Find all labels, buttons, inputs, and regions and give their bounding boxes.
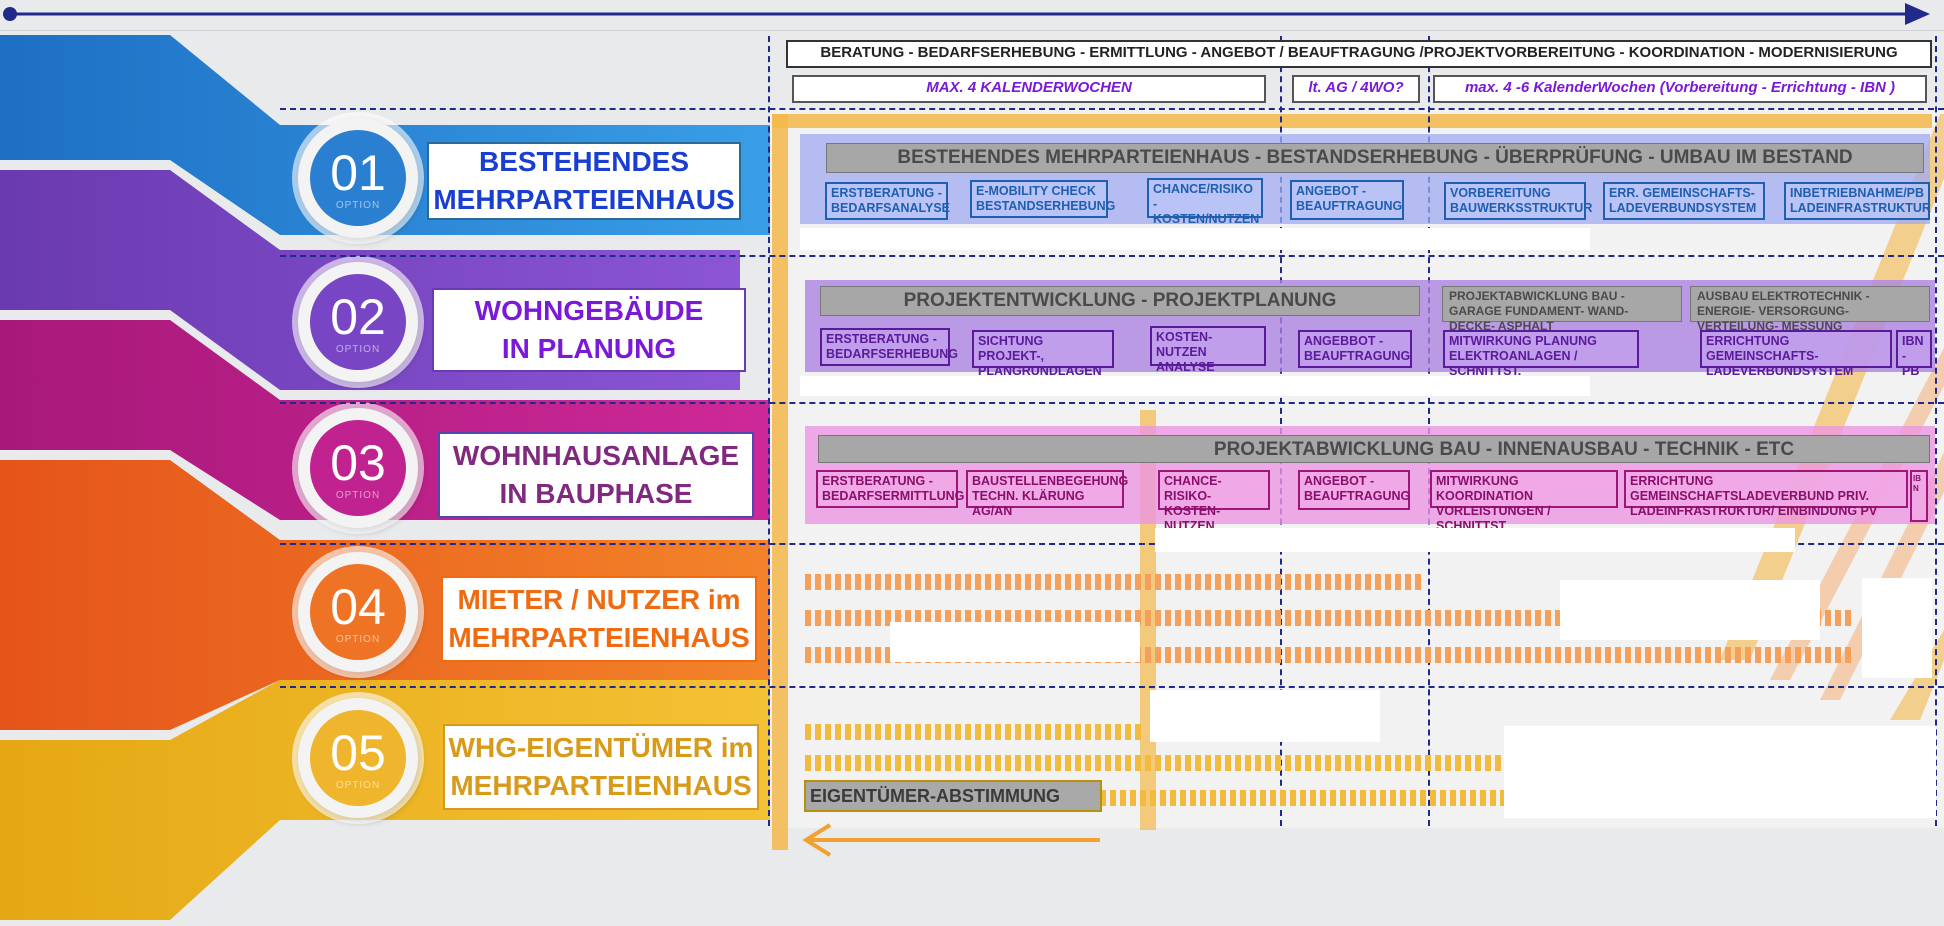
row2-task-1: ERSTBERATUNG - BEDARFSERHEBUNG: [820, 328, 958, 366]
row3-task-4: ANGEBOT - BEAUFTRAGUNG: [1298, 470, 1410, 510]
duration-phase-1: MAX. 4 KALENDERWOCHEN: [792, 75, 1266, 103]
row5-progress-stripe: [805, 724, 1145, 740]
row1-task-2: E-MOBILITY CHECK BESTANDSERHEBUNG: [970, 180, 1115, 218]
row5-progress-stripe: [1030, 790, 1510, 806]
row2-task-2: SICHTUNG PROJEKT-, PLANGRUNDLAGEN: [972, 330, 1114, 378]
row2-task-5: MITWIRKUNG PLANUNG ELEKTROANLAGEN / SCHN…: [1443, 330, 1639, 378]
row-divider: [280, 108, 1944, 110]
row3-task-3: CHANCE-RISIKO- KOSTEN-NUTZEN: [1158, 470, 1270, 533]
row2-task-6: ERRICHTUNG GEMEINSCHAFTS- LADEVERBUNDSYS…: [1700, 330, 1892, 378]
row1-title: BESTEHENDES MEHRPARTEIENHAUS - BESTANDSE…: [826, 143, 1924, 173]
row1-task-5: VORBEREITUNG BAUWERKSSTRUKTUR: [1444, 182, 1592, 220]
row1-task-4: ANGEBOT - BEAUFTRAGUNG: [1290, 180, 1404, 220]
row3-task-2: BAUSTELLENBEGEHUNG TECHN. KLÄRUNG AG/AN: [966, 470, 1128, 518]
duration-phase-3: max. 4 -6 KalenderWochen (Vorbereitung -…: [1433, 75, 1927, 103]
row2-task-7: IBN - PB: [1896, 330, 1932, 378]
row1-task-6: ERR. GEMEINSCHAFTS- LADEVERBUNDSYSTEM: [1603, 182, 1765, 220]
row-divider: [280, 543, 1944, 545]
row5-progress-stripe: [805, 755, 1505, 771]
phase-divider: [768, 36, 770, 826]
row3-task-6: ERRICHTUNG GEMEINSCHAFTSLADEVERBUND PRIV…: [1624, 470, 1908, 518]
row4-progress-stripe: [805, 574, 1425, 590]
row3-title: PROJEKTABWICKLUNG BAU - INNENAUSBAU - TE…: [818, 435, 1930, 463]
row2-title-3: AUSBAU ELEKTROTECHNIK - ENERGIE- VERSORG…: [1690, 286, 1930, 333]
row2-task-4: ANGEBBOT - BEAUFTRAGUNG: [1298, 330, 1412, 368]
row1-task-7: INBETRIEBNAHME/PB LADEINFRASTRUKTUR: [1784, 182, 1931, 220]
row1-task-1: ERSTBERATUNG - BEDARFSANALYSE: [825, 182, 950, 220]
row-divider: [280, 686, 1944, 688]
row5-note: EIGENTÜMER-ABSTIMMUNG: [804, 780, 1102, 812]
row-divider: [280, 255, 1944, 257]
row3-task-1: ERSTBERATUNG - BEDARFSERMITTLUNG: [816, 470, 964, 508]
duration-phase-2: lt. AG / 4WO?: [1292, 75, 1420, 103]
row1-task-3: CHANCE/RISIKO - KOSTEN/NUTZEN: [1147, 178, 1263, 226]
row-divider: [280, 402, 1944, 404]
row3-task-7: IBN: [1910, 470, 1928, 522]
row2-title: PROJEKTENTWICKLUNG - PROJEKTPLANUNG: [820, 286, 1420, 316]
row2-title-2: PROJEKTABWICKLUNG BAU - GARAGE FUNDAMENT…: [1442, 286, 1682, 333]
phases-title: BERATUNG - BEDARFSERHEBUNG - ERMITTLUNG …: [786, 40, 1932, 68]
row3-task-5: MITWIRKUNG KOORDINATION VORLEISTUNGEN / …: [1430, 470, 1618, 533]
row2-task-3: KOSTEN-NUTZEN ANALYSE: [1150, 326, 1266, 374]
phase-divider: [1935, 36, 1937, 826]
timeline-arrow: [3, 3, 1930, 25]
